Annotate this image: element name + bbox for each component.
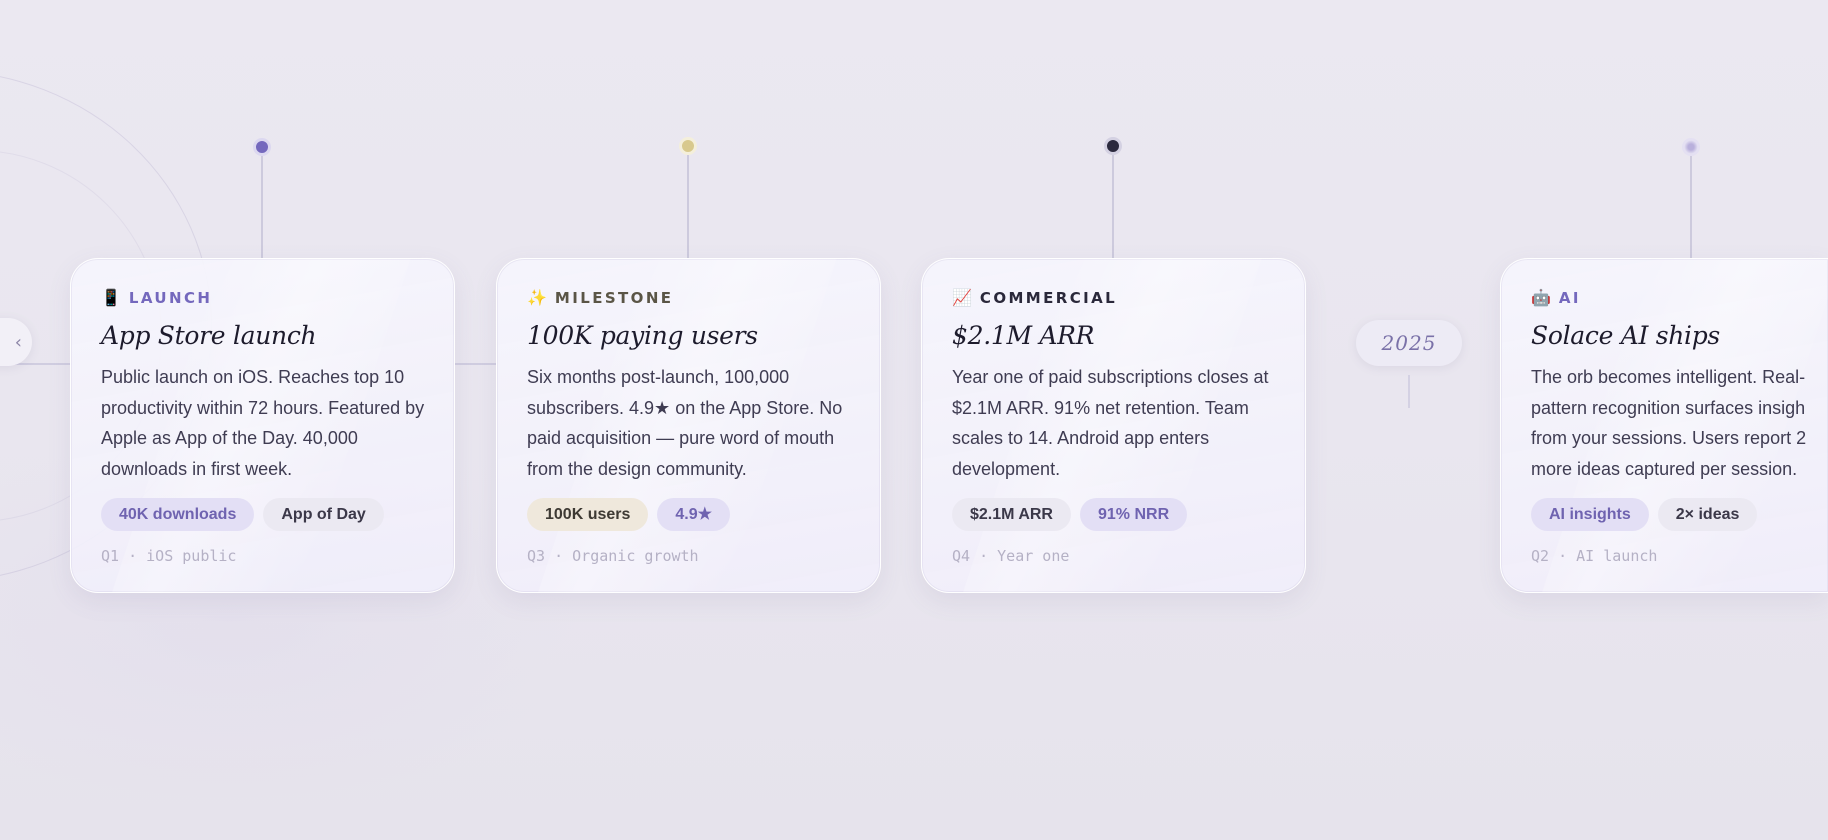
category-label: LAUNCH xyxy=(128,289,213,307)
chart-increasing-icon: 📈 xyxy=(952,288,972,307)
card-title: 100K paying users xyxy=(527,321,758,350)
card-stats: 100K users 4.9★ xyxy=(527,498,850,531)
description-line: The orb becomes intelligent. Real- xyxy=(1531,367,1806,387)
category-label: AI xyxy=(1558,289,1581,307)
timeline-stem xyxy=(1690,156,1692,258)
card-title: Solace AI ships xyxy=(1531,321,1720,350)
card-category: 🤖 AI xyxy=(1531,287,1798,309)
card-title: $2.1M ARR xyxy=(952,321,1095,350)
card-description: Six months post-launch, 100,000 subscrib… xyxy=(527,367,843,479)
card-description: Year one of paid subscriptions closes at… xyxy=(952,367,1269,479)
timeline-axis xyxy=(454,363,496,365)
card-description: The orb becomes intelligent. Real- patte… xyxy=(1531,362,1828,484)
card-stats: AI insights 2× ideas xyxy=(1531,498,1798,531)
description-line: more ideas captured per session. xyxy=(1531,458,1798,479)
stat-pill: 4.9★ xyxy=(657,498,730,531)
stat-pill: AI insights xyxy=(1531,498,1649,531)
timeline-card-milestone[interactable]: ✨ MILESTONE 100K paying users Six months… xyxy=(496,258,881,593)
robot-icon: 🤖 xyxy=(1531,288,1551,307)
year-marker-stem xyxy=(1408,375,1410,408)
card-category: 📈 COMMERCIAL xyxy=(952,287,1275,309)
description-line: from your sessions. Users report 2 xyxy=(1531,428,1807,448)
category-label: MILESTONE xyxy=(554,289,674,307)
card-category: ✨ MILESTONE xyxy=(527,287,850,309)
card-stats: $2.1M ARR 91% NRR xyxy=(952,498,1275,531)
stat-pill: 40K downloads xyxy=(101,498,255,531)
card-description: Public launch on iOS. Reaches top 10 pro… xyxy=(101,367,425,479)
card-meta: Q3 · Organic growth xyxy=(527,547,699,565)
category-label: COMMERCIAL xyxy=(979,289,1118,307)
timeline-dot-milestone xyxy=(679,137,697,155)
sparkles-icon: ✨ xyxy=(527,288,547,307)
timeline-stem xyxy=(1112,155,1114,258)
timeline-card-commercial[interactable]: 📈 COMMERCIAL $2.1M ARR Year one of paid … xyxy=(921,258,1306,593)
stat-pill: 91% NRR xyxy=(1079,498,1188,531)
chevron-left-icon: ‹ xyxy=(14,331,22,353)
timeline-dot-ai xyxy=(1682,138,1700,156)
stat-pill: 100K users xyxy=(527,498,649,531)
timeline-card-ai[interactable]: 🤖 AI Solace AI ships The orb becomes int… xyxy=(1500,258,1828,593)
timeline-stem xyxy=(261,156,263,258)
card-category: 📱 LAUNCH xyxy=(101,287,424,309)
card-title: App Store launch xyxy=(101,321,317,350)
mobile-phone-icon: 📱 xyxy=(101,288,121,307)
timeline-card-launch[interactable]: 📱 LAUNCH App Store launch Public launch … xyxy=(70,258,455,593)
timeline-stem xyxy=(687,155,689,258)
timeline-axis xyxy=(0,363,72,365)
timeline-dot-commercial xyxy=(1104,137,1122,155)
stat-pill: $2.1M ARR xyxy=(952,498,1071,531)
stat-pill: App of Day xyxy=(263,498,384,531)
stat-pill: 2× ideas xyxy=(1657,498,1758,531)
card-meta: Q4 · Year one xyxy=(952,547,1070,565)
year-marker-pill[interactable]: 2025 xyxy=(1356,320,1462,366)
card-meta: Q2 · AI launch xyxy=(1531,547,1658,565)
timeline-dot-launch xyxy=(253,138,271,156)
card-stats: 40K downloads App of Day xyxy=(101,498,424,531)
card-meta: Q1 · iOS public xyxy=(101,547,237,565)
description-line: pattern recognition surfaces insigh xyxy=(1531,397,1806,418)
